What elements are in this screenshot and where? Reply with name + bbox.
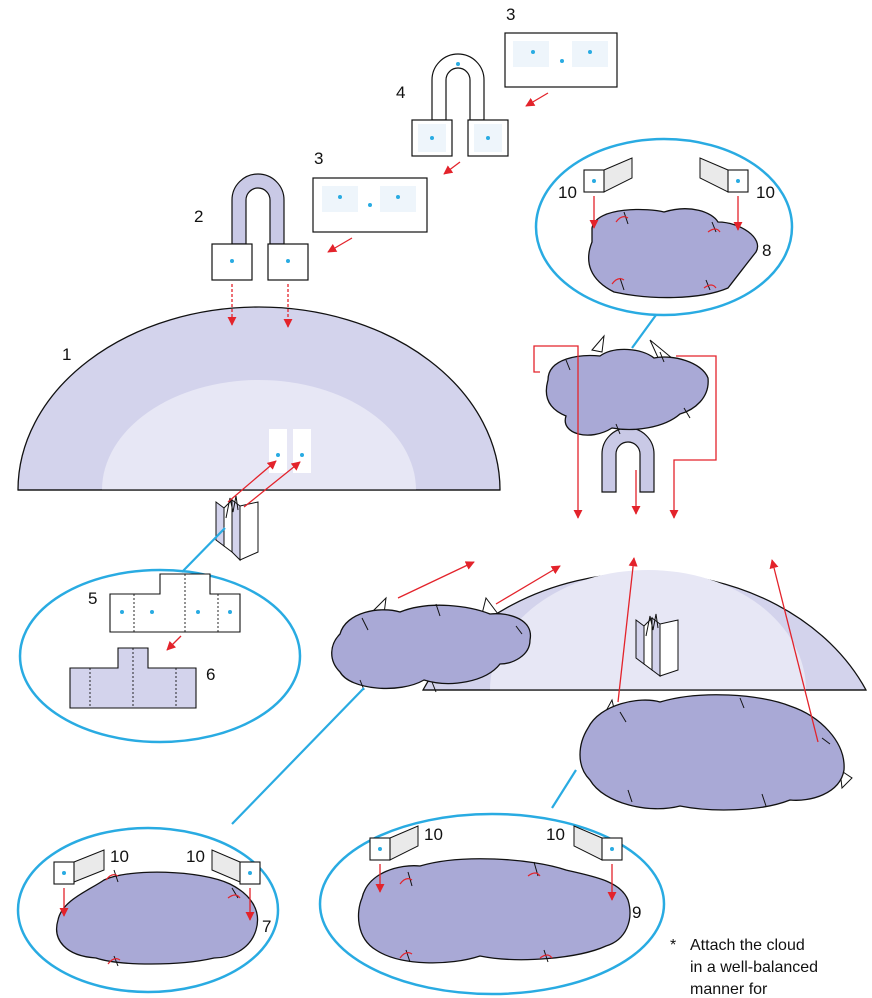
- label-part-4: 4: [396, 83, 405, 102]
- label-part-10-b: 10: [756, 183, 775, 202]
- label-part-1: 1: [62, 345, 71, 364]
- attach-arrow: [397, 561, 475, 599]
- slit-marks: [619, 211, 717, 291]
- fold-arrows: [611, 216, 721, 289]
- label-part-10-e: 10: [424, 825, 443, 844]
- attach-arrow: [327, 237, 353, 253]
- assembly-note: * Attach the cloud in a well-balanced ma…: [670, 937, 818, 998]
- cloud-part-7: [56, 871, 259, 965]
- panel-part-3-left: [312, 177, 428, 233]
- label-part-10-a: 10: [558, 183, 577, 202]
- u-stand-part-4: [411, 53, 509, 157]
- label-part-10-f: 10: [546, 825, 565, 844]
- note-line-1: Attach the cloud: [690, 937, 805, 954]
- label-part-3-top: 3: [506, 5, 515, 24]
- panel-part-3-top: [504, 32, 618, 88]
- callout-ellipse-8: [534, 137, 794, 317]
- dome-part-1: [17, 306, 501, 491]
- small-cloud: [545, 348, 709, 436]
- cloud-part-7-placed: [331, 604, 531, 690]
- u-stand-part-2: [211, 173, 309, 281]
- callout-ellipse-9: [318, 812, 666, 996]
- label-part-2: 2: [194, 207, 203, 226]
- callout-line: [231, 687, 365, 825]
- attach-arrow: [669, 355, 717, 519]
- tab-part-10-b: [699, 157, 749, 193]
- note-star: *: [670, 937, 676, 954]
- folded-stand-right: [635, 613, 679, 677]
- cloud-part-9: [357, 858, 631, 964]
- callout-ellipse-5-6: [18, 568, 302, 744]
- label-part-8: 8: [762, 241, 771, 260]
- label-part-7: 7: [262, 917, 271, 936]
- label-part-5: 5: [88, 589, 97, 608]
- stand-flat-part-5: [109, 573, 241, 633]
- callout-line: [181, 527, 226, 573]
- tab-part-10-c: [53, 849, 105, 885]
- attach-arrow: [525, 92, 549, 107]
- attach-arrow: [617, 557, 638, 703]
- label-part-3-left: 3: [314, 149, 323, 168]
- attach-arrow: [533, 345, 583, 519]
- cloud-part-8: [588, 208, 759, 299]
- tab-part-10-d: [211, 849, 261, 885]
- right-u-stand: [601, 427, 655, 493]
- cloud-part-9-placed: [579, 694, 845, 811]
- tab-part-10-a: [583, 157, 633, 193]
- label-part-10-c: 10: [110, 847, 129, 866]
- insert-arrow: [227, 460, 277, 503]
- note-line-3: manner for: [690, 981, 768, 998]
- tab-part-10-f: [573, 825, 623, 861]
- label-part-10-d: 10: [186, 847, 205, 866]
- callout-line: [631, 314, 657, 349]
- insert-arrow: [243, 461, 301, 508]
- attach-arrow: [443, 161, 461, 175]
- attach-arrow: [495, 565, 561, 605]
- stand-flat-part-6: [69, 647, 197, 709]
- attach-arrow: [769, 559, 819, 743]
- tab-part-10-e: [369, 825, 419, 861]
- folded-stand-left: [215, 495, 259, 562]
- attach-arrow: [166, 635, 182, 651]
- label-part-6: 6: [206, 665, 215, 684]
- callout-line: [551, 769, 577, 809]
- callout-ellipse-7: [16, 826, 280, 994]
- note-line-2: in a well-balanced: [690, 959, 818, 976]
- label-part-9: 9: [632, 903, 641, 922]
